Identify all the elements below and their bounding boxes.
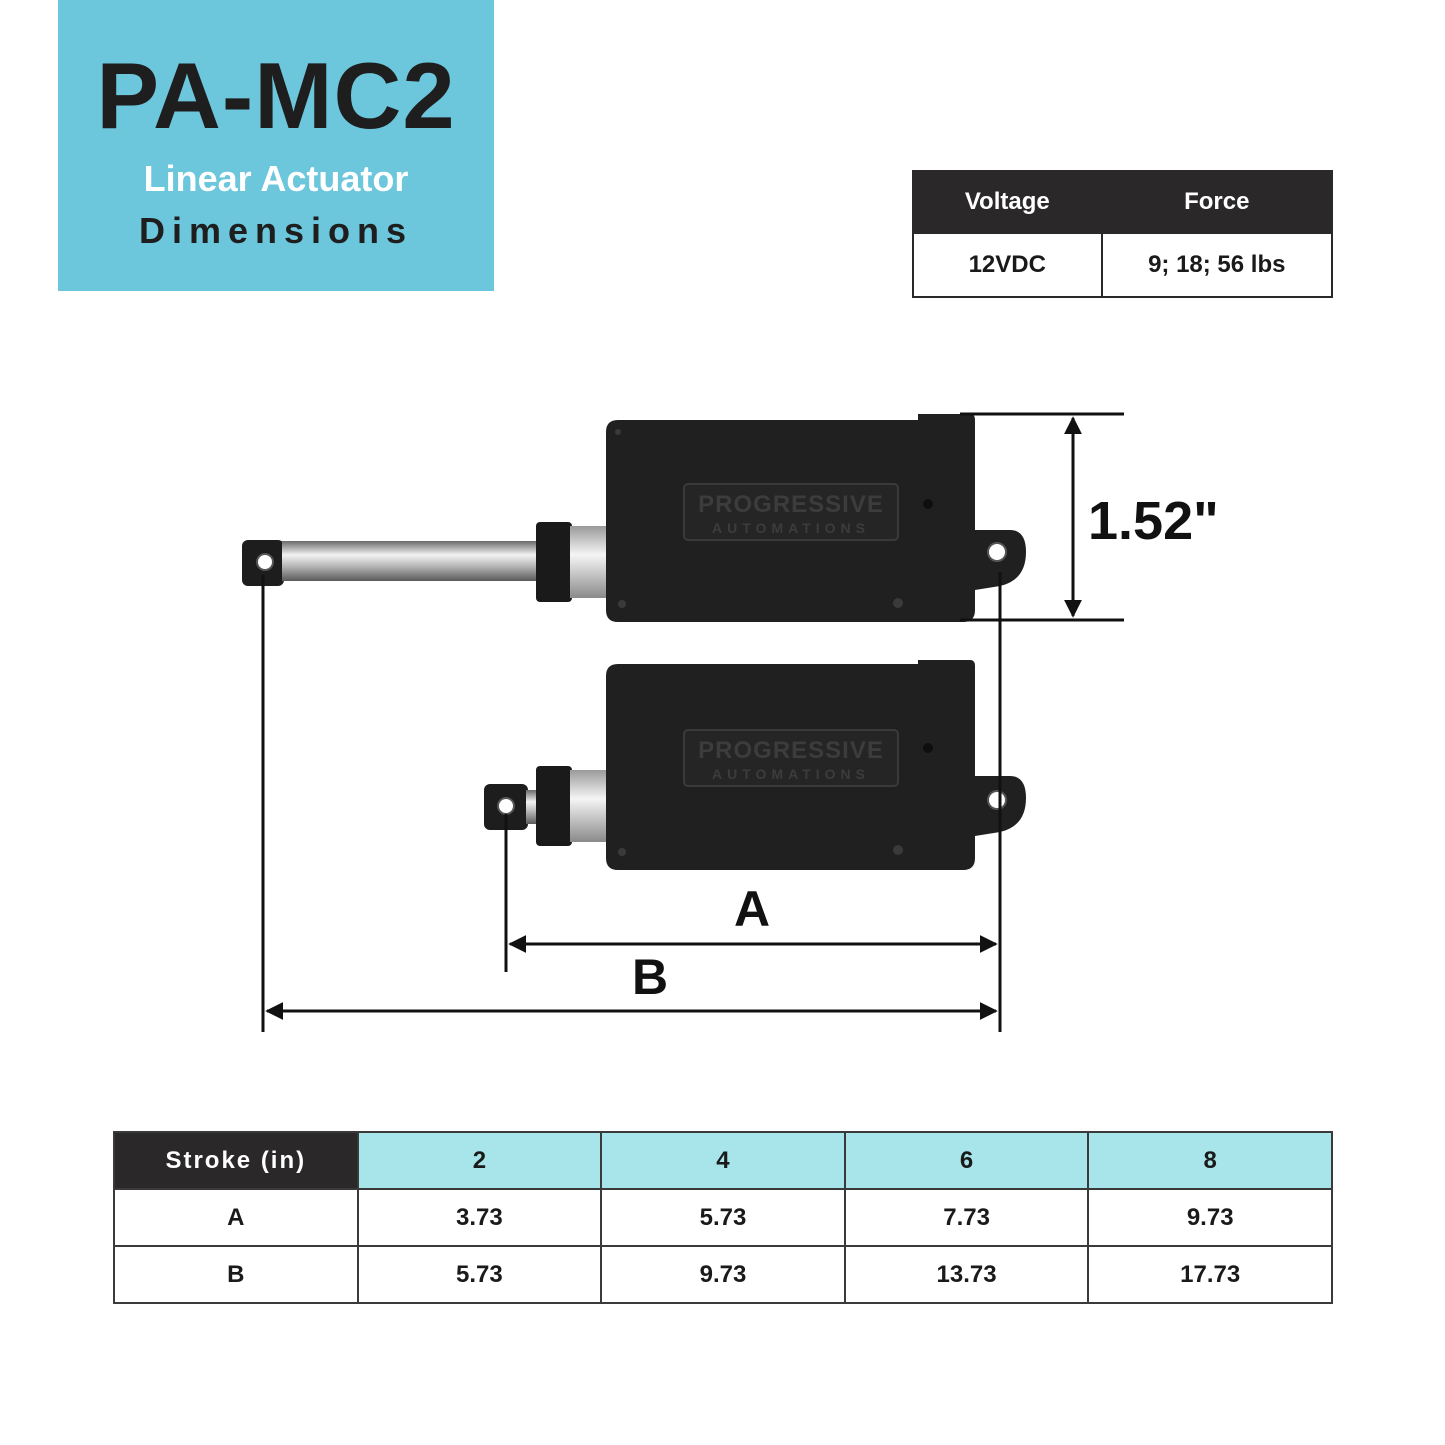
actuator-diagram: PROGRESSIVE AUTOMATIONS PROGRESSIVE AUTO… [242, 412, 1124, 1032]
stroke-col-header: 6 [843, 1131, 1090, 1190]
spec-header-force: Force [1100, 170, 1334, 234]
spec-value-force: 9; 18; 56 lbs [1100, 232, 1334, 298]
stroke-col-header: 8 [1087, 1131, 1333, 1190]
mount-hole-icon [987, 790, 1007, 810]
stroke-col-header: 4 [600, 1131, 846, 1190]
mount-hole-icon [987, 542, 1007, 562]
dimension-b-label: B [632, 949, 669, 1005]
brand-text-line1: PROGRESSIVE [698, 491, 884, 518]
height-dimension [960, 412, 1124, 622]
rod-end-hole-icon [497, 797, 515, 815]
rod-nut [536, 766, 572, 846]
table-row: B 5.73 9.73 13.73 17.73 [113, 1245, 1333, 1304]
table-cell: 5.73 [600, 1188, 846, 1247]
table-cell: 13.73 [843, 1245, 1090, 1304]
spec-value-voltage: 12VDC [912, 232, 1103, 298]
row-label-b: B [113, 1245, 359, 1304]
rod-collar [570, 770, 608, 842]
screw-icon [618, 848, 626, 856]
brand-plate [683, 483, 899, 541]
table-cell: 3.73 [356, 1188, 603, 1247]
screw-icon [893, 845, 903, 855]
table-cell: 9.73 [1087, 1188, 1333, 1247]
dimension-table: Stroke (in) 2 4 6 8 A 3.73 5.73 7.73 9.7… [113, 1131, 1333, 1304]
brand-plate [683, 729, 899, 787]
table-row: A 3.73 5.73 7.73 9.73 [113, 1188, 1333, 1247]
stroke-col-header: 2 [356, 1131, 603, 1190]
rod-nut [536, 522, 572, 602]
table-cell: 5.73 [356, 1245, 603, 1304]
brand-text-line1: PROGRESSIVE [698, 737, 884, 764]
length-dimensions [261, 572, 1002, 1032]
table-cell: 7.73 [843, 1188, 1090, 1247]
rod-collar [570, 526, 608, 598]
screw-icon [618, 600, 626, 608]
screw-icon [923, 499, 933, 509]
title-box: PA-MC2 Linear Actuator Dimensions [58, 0, 494, 291]
height-label: 1.52" [1088, 491, 1219, 551]
subtitle: Linear Actuator [143, 158, 409, 199]
brand-text-line2: AUTOMATIONS [712, 766, 870, 782]
model-title: PA-MC2 [96, 43, 456, 148]
piston-rod [282, 541, 540, 581]
rod-end-hole-icon [256, 553, 274, 571]
table-cell: 9.73 [600, 1245, 846, 1304]
stroke-header: Stroke (in) [113, 1131, 359, 1190]
table-cell: 17.73 [1087, 1245, 1333, 1304]
table-row: Stroke (in) 2 4 6 8 [113, 1131, 1333, 1190]
screw-icon [615, 429, 621, 435]
spec-table: Voltage Force 12VDC 9; 18; 56 lbs [912, 170, 1334, 298]
row-label-a: A [113, 1188, 359, 1247]
brand-text-line2: AUTOMATIONS [712, 520, 870, 536]
subtitle-dimensions: Dimensions [138, 210, 414, 251]
actuator-retracted: PROGRESSIVE AUTOMATIONS [484, 660, 1026, 870]
dimension-a-label: A [734, 881, 771, 937]
screw-icon [923, 743, 933, 753]
screw-icon [893, 598, 903, 608]
spec-header-voltage: Voltage [912, 170, 1103, 234]
actuator-extended: PROGRESSIVE AUTOMATIONS [242, 414, 1026, 622]
